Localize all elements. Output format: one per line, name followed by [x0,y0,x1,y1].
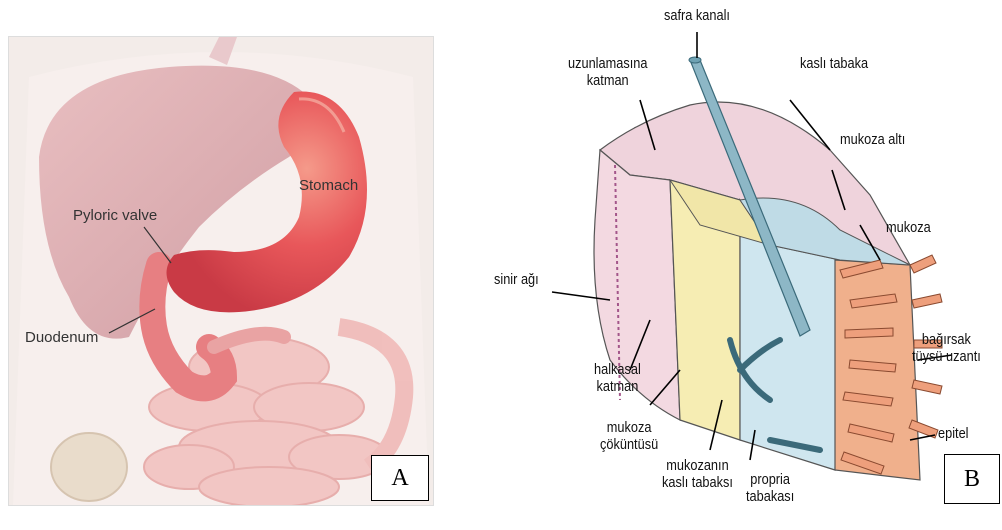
panel-a-stomach-illustration: Stomach Pyloric valve Duodenum A [8,36,434,506]
stomach-label: Stomach [299,177,358,194]
duodenum-label: Duodenum [25,329,98,346]
panel-b-letter: B [944,454,1000,504]
bile-duct-label: safra kanalı [664,8,730,25]
intestinal-wall-cross-section [440,0,1002,530]
mucosal-crypt-label: mukoza çöküntüsü [600,420,658,454]
mucosa-label: mukoza [886,220,931,237]
panel-a-letter: A [371,455,429,501]
submucosa-label: mukoza altı [840,132,905,149]
circular-layer-label: halkasal katman [594,362,641,396]
muscularis-mucosae-label: mukozanın kaslı tabaksı [662,458,733,492]
pyloric-valve-label: Pyloric valve [73,207,157,224]
villus-projection-label: bağırsak tüysü uzantı [912,332,981,366]
panel-b-intestinal-wall-diagram: safra kanalı uzunlamasına katman kaslı t… [440,0,1002,530]
lamina-propria-label: propria tabakası [746,472,794,506]
muscle-layer-label: kaslı tabaka [800,56,868,73]
nerve-plexus-label: sinir ağı [494,272,539,289]
stomach-anatomy-drawing [9,37,433,505]
longitudinal-layer-label: uzunlamasına katman [568,56,647,90]
epithelium-label: epitel [938,426,969,443]
